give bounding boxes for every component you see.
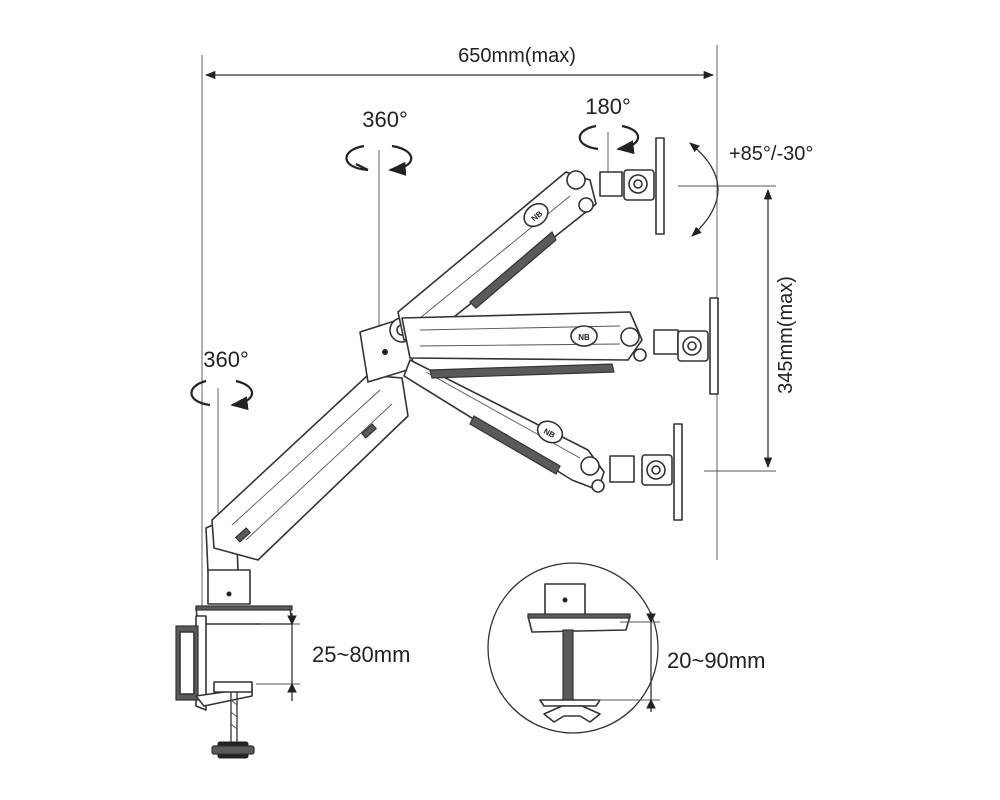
rotation-arrow-icon <box>190 379 254 411</box>
rotation-head-label: 180° <box>585 94 631 119</box>
rotation-base-label: 360° <box>203 347 249 372</box>
width-max-label: 650mm(max) <box>458 45 576 67</box>
monitor-arm: NB NB <box>175 137 719 759</box>
height-max-label: 345mm(max) <box>775 276 797 394</box>
tilt-indicator: +85°/-30° <box>689 142 813 237</box>
rotation-top-pole-label: 360° <box>362 107 408 132</box>
brand-logo-icon: NB <box>536 420 564 444</box>
rotation-top-pole: 360° <box>345 107 413 330</box>
grommet-inset: 20~90mm <box>487 562 765 734</box>
svg-text:NB: NB <box>578 333 590 342</box>
desk-clamp <box>175 615 255 759</box>
wing-nut <box>543 705 601 723</box>
upper-arm-level: NB <box>401 297 719 395</box>
upper-arm-raised: NB <box>397 137 665 341</box>
grommet-range-label: 20~90mm <box>667 648 765 673</box>
rotation-arrow-icon <box>345 144 413 176</box>
clamp-range-label: 25~80mm <box>312 642 410 667</box>
brand-logo-icon: NB <box>570 325 598 347</box>
upper-arm-lowered: NB <box>403 359 683 521</box>
width-dimension: 650mm(max) <box>201 45 718 640</box>
tilt-range-label: +85°/-30° <box>729 143 813 165</box>
brand-logo-icon: NB <box>523 202 549 228</box>
height-dimension: 345mm(max) <box>678 185 797 472</box>
rotation-base-pole: 360° <box>190 347 254 520</box>
rotation-head: 180° <box>578 94 640 178</box>
rotation-arrow-icon <box>578 124 640 155</box>
clamp-dimension: 25~80mm <box>256 613 410 701</box>
base-collar <box>207 569 251 605</box>
